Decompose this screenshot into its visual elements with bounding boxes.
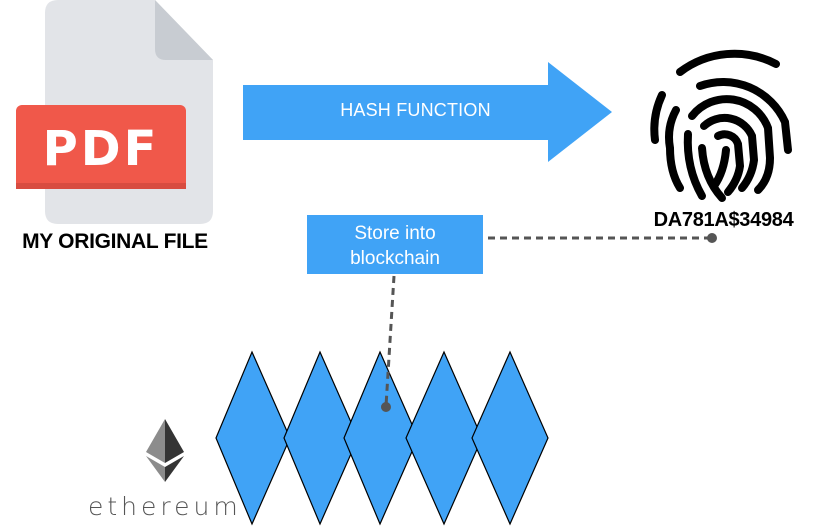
pdf-badge-text: PDF — [43, 121, 160, 177]
block-3 — [343, 350, 419, 526]
block-2 — [283, 350, 359, 526]
store-into-blockchain-label: Store into blockchain — [350, 222, 440, 269]
pdf-file-icon: PDF — [16, 0, 213, 224]
store-into-blockchain-box: Store into blockchain — [307, 215, 483, 274]
blockchain-blocks — [215, 350, 549, 526]
original-file-label: MY ORIGINAL FILE — [22, 230, 208, 253]
document-fold — [155, 0, 213, 60]
fingerprint-icon — [650, 49, 792, 202]
hash-connector-dot — [707, 233, 717, 243]
block-1 — [215, 350, 291, 526]
hash-value-label: DA781A$34984 — [653, 209, 794, 231]
block-5 — [471, 350, 549, 526]
hash-function-label: HASH FUNCTION — [340, 100, 491, 120]
hash-arrow — [243, 62, 612, 162]
store-to-chain-connector — [384, 275, 396, 407]
ethereum-logo-icon — [146, 419, 184, 482]
chain-connector-dot — [381, 402, 391, 412]
pdf-badge — [16, 105, 186, 189]
ethereum-wordmark: ethereum — [88, 492, 242, 521]
pdf-badge-shadow — [16, 183, 186, 189]
block-4 — [405, 350, 483, 526]
